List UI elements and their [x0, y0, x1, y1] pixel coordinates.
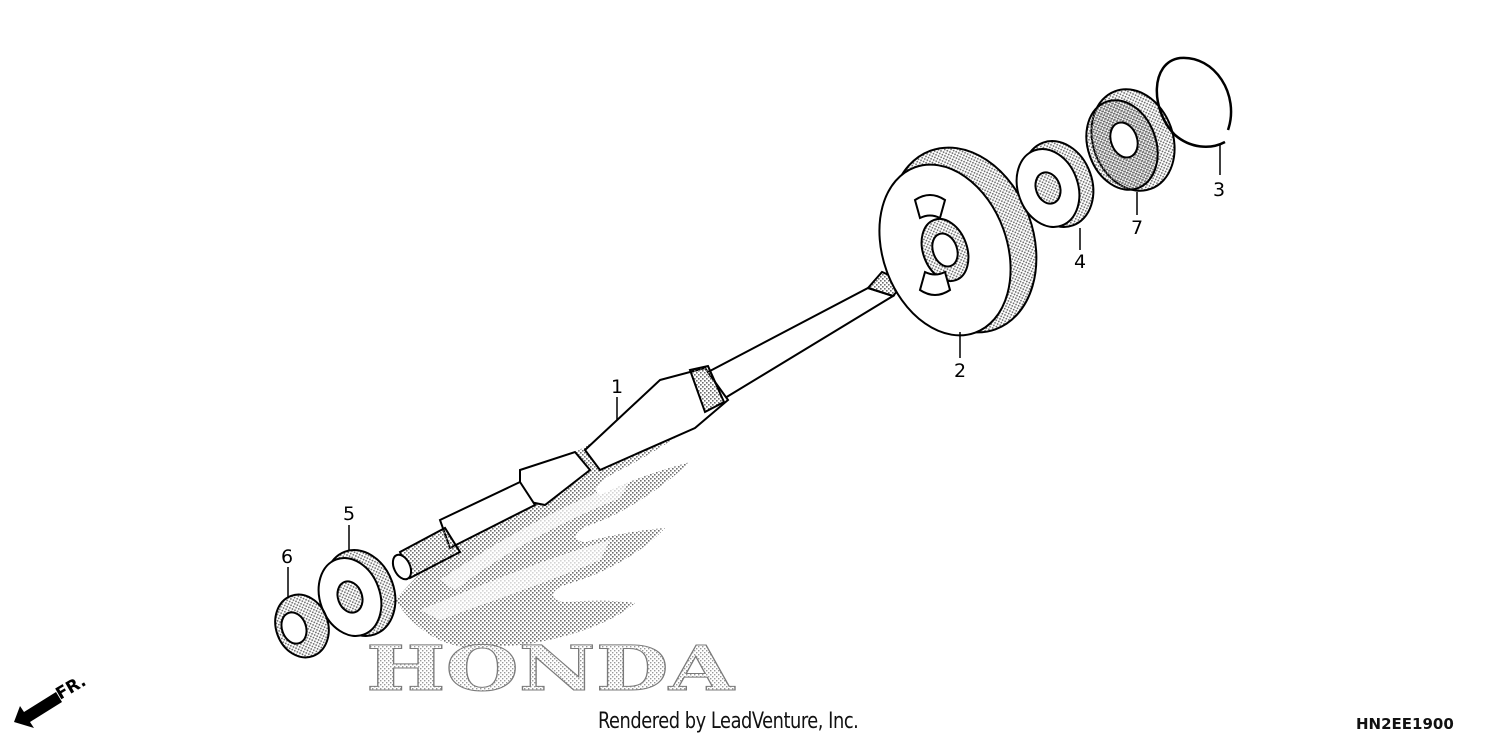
- part-1-mainshaft: [391, 270, 907, 581]
- part-5-bearing: [317, 549, 397, 637]
- honda-wing-logo-icon: [395, 403, 720, 648]
- leader-lines: [287, 145, 1221, 598]
- callout-5: 5: [343, 503, 355, 525]
- honda-watermark: HONDA: [366, 632, 735, 705]
- part-7-seal: [1085, 88, 1176, 192]
- callout-1: 1: [611, 376, 623, 398]
- part-2-gear: [878, 146, 1038, 337]
- callout-6: 6: [281, 546, 293, 568]
- callout-3: 3: [1213, 179, 1225, 201]
- part-3-circlip: [1155, 56, 1233, 148]
- front-direction-arrow-icon: FR.: [14, 671, 90, 728]
- callout-4: 4: [1074, 251, 1086, 273]
- callout-2: 2: [954, 360, 966, 382]
- callout-7: 7: [1131, 217, 1143, 239]
- part-4-bearing: [1015, 140, 1095, 228]
- diagram-code: HN2EE1900: [1356, 715, 1454, 733]
- render-credit: Rendered by LeadVenture, Inc.: [598, 709, 859, 734]
- part-6-oil-seal: [274, 593, 330, 659]
